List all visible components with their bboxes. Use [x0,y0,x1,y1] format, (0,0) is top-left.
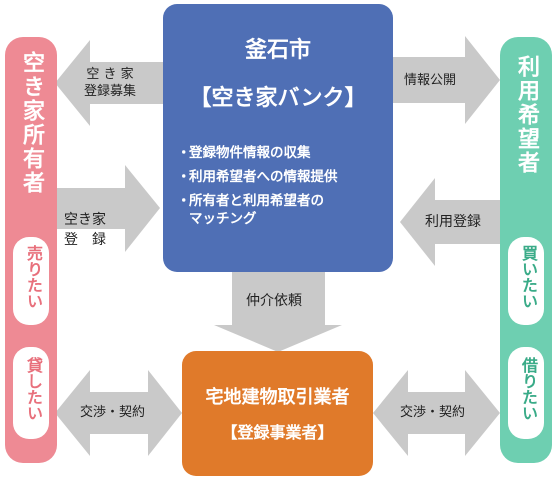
user-want-buy: 買いたい [508,237,544,325]
bank-features: ・登録物件情報の収集 ・利用希望者への情報提供 ・所有者と利用希望者の マッチン… [177,144,338,234]
user-pill: 利用希望者 買いたい 借りたい [500,37,552,463]
label-use-register: 利用登録 [425,214,481,230]
realestate-dealer-box: 宅地建物取引業者 【登録事業者】 [182,351,373,476]
label-negotiate-left: 交渉・契約 [80,405,146,420]
label-recruit: 空 き 家 登録募集 [84,67,137,99]
label-broker: 仲介依頼 [246,293,302,309]
arrow-negotiate-right [373,370,500,456]
arrow-recruit [55,40,163,126]
dealer-title: 宅地建物取引業者 [205,387,350,408]
owner-want-lend: 貸したい [13,347,49,439]
label-publish: 情報公開 [404,73,457,88]
owner-want-sell: 売りたい [13,237,49,325]
user-want-borrow: 借りたい [508,347,544,439]
arrow-use-register [400,178,500,266]
bank-name: 【空き家バンク】 [189,86,367,111]
label-negotiate-right: 交渉・契約 [400,405,466,420]
owner-title: 空き家所有者 [19,51,44,195]
feature-item: マッチング [189,211,257,227]
arrow-negotiate-left [55,370,182,456]
feature-item: ・登録物件情報の収集 [177,145,311,161]
dealer-subtitle: 【登録事業者】 [221,423,334,442]
owner-pill: 空き家所有者 売りたい 貸したい [5,37,57,463]
akiya-bank-box: 釜石市 【空き家バンク】 ・登録物件情報の収集 ・利用希望者への情報提供 ・所有… [163,4,393,272]
feature-item: ・所有者と利用希望者の [177,193,324,209]
arrow-broker [214,272,342,352]
bank-city: 釜石市 [244,38,311,63]
feature-item: ・利用希望者への情報提供 [177,169,338,185]
user-title: 利用希望者 [514,55,539,175]
label-register: 空き家 登 録 [64,212,106,248]
arrow-register [55,165,160,252]
arrow-publish [393,36,500,124]
